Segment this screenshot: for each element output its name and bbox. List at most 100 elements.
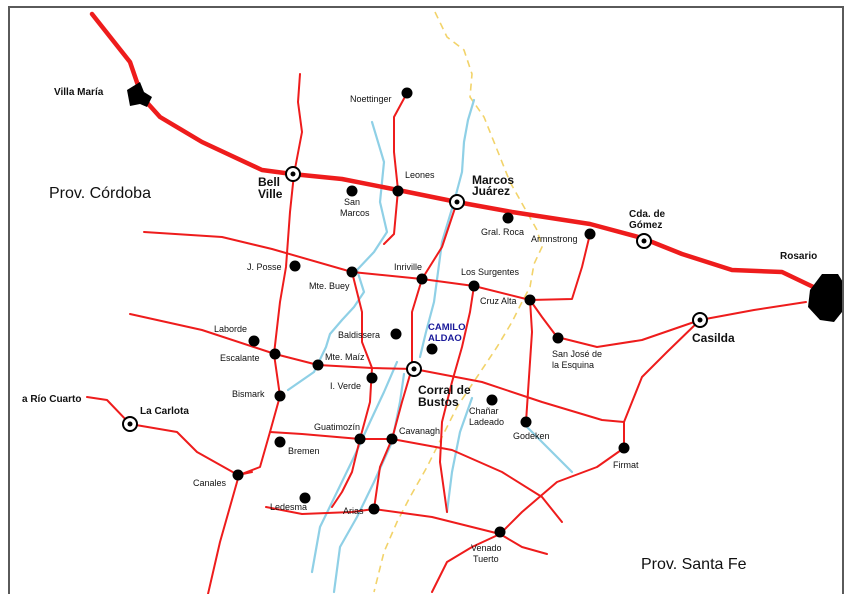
j-posse-icon[interactable] <box>289 260 301 272</box>
los-surgentes-label[interactable]: Los Surgentes <box>461 267 520 277</box>
road-12 <box>331 271 373 508</box>
villa-maria-icon[interactable] <box>127 82 152 107</box>
los-surgentes-icon[interactable] <box>468 280 480 292</box>
baldissera-icon[interactable] <box>390 328 402 340</box>
mte-maiz-icon[interactable] <box>312 359 324 371</box>
rosario-label[interactable]: Rosario <box>780 251 817 262</box>
j-posse-label[interactable]: J. Posse <box>247 262 282 272</box>
san-jose-label-2[interactable]: la Esquina <box>552 360 594 370</box>
leones-label[interactable]: Leones <box>405 170 435 180</box>
i-verde-label[interactable]: I. Verde <box>330 381 361 391</box>
ville-label[interactable]: Ville <box>258 187 283 201</box>
escalante-icon[interactable] <box>269 348 281 360</box>
corral-de-label[interactable]: Corral de <box>418 383 471 397</box>
chanar-ladeado-icon[interactable] <box>486 394 498 406</box>
highway-main <box>89 11 831 297</box>
rosario-icon[interactable] <box>808 274 844 322</box>
casilda-icon[interactable] <box>692 312 708 328</box>
road-map[interactable]: Prov. Córdoba Prov. Santa Fe Villa María… <box>10 8 844 594</box>
marcos-small-label[interactable]: Marcos <box>340 208 370 218</box>
bell-ville-icon[interactable] <box>285 166 301 182</box>
river-4 <box>332 372 406 594</box>
road-6 <box>529 299 807 348</box>
mte-maiz-label[interactable]: Mte. Maíz <box>325 352 365 362</box>
corral-de-bustos-icon[interactable] <box>406 361 422 377</box>
river-3 <box>418 98 476 359</box>
bismark-label[interactable]: Bismark <box>232 389 265 399</box>
road-4 <box>143 231 591 301</box>
casilda-label[interactable]: Casilda <box>692 331 735 345</box>
armnstrong-label[interactable]: Armnstrong <box>531 234 578 244</box>
mte-buey-label[interactable]: Mte. Buey <box>309 281 350 291</box>
laborde-label[interactable]: Laborde <box>214 324 247 334</box>
ledesma-icon[interactable] <box>299 492 311 504</box>
villa-maria-label[interactable]: Villa María <box>54 87 104 98</box>
tuerto-label[interactable]: Tuerto <box>473 554 499 564</box>
noettinger-label[interactable]: Noettinger <box>350 94 392 104</box>
ledesma-label[interactable]: Ledesma <box>270 502 307 512</box>
mte-buey-icon[interactable] <box>346 266 358 278</box>
road-5 <box>439 285 475 513</box>
bismark-icon[interactable] <box>274 390 286 402</box>
san-label[interactable]: San <box>344 197 360 207</box>
godeken-icon[interactable] <box>520 416 532 428</box>
firmat-label[interactable]: Firmat <box>613 460 639 470</box>
arias-icon[interactable] <box>368 503 380 515</box>
road-9 <box>431 319 701 593</box>
a-rio-cuarto-label[interactable]: a Río Cuarto <box>22 394 81 405</box>
camilo-aldao-icon[interactable] <box>426 343 438 355</box>
san-jose-de-la-esquina-icon[interactable] <box>552 332 564 344</box>
chanar-label[interactable]: Chañar <box>469 406 499 416</box>
camilo-label[interactable]: CAMILO <box>428 322 465 333</box>
ladeado-label[interactable]: Ladeado <box>469 417 504 427</box>
gral-roca-icon[interactable] <box>502 212 514 224</box>
la-carlota-icon[interactable] <box>122 416 138 432</box>
laborde-icon[interactable] <box>248 335 260 347</box>
aldao-label[interactable]: ALDAO <box>428 333 462 344</box>
road-7 <box>525 299 533 423</box>
marcos-juarez-icon[interactable] <box>449 194 465 210</box>
cda-de-gomez-icon[interactable] <box>636 233 652 249</box>
river-2 <box>310 360 399 574</box>
river-1 <box>286 120 389 392</box>
canales-label[interactable]: Canales <box>193 478 227 488</box>
cruz-alta-label[interactable]: Cruz Alta <box>480 296 517 306</box>
gomez-label[interactable]: Gómez <box>629 220 662 231</box>
leones-icon[interactable] <box>392 185 404 197</box>
escalante-label[interactable]: Escalante <box>220 353 260 363</box>
bustos-label[interactable]: Bustos <box>418 395 459 409</box>
road-2 <box>383 92 408 245</box>
baldissera-label[interactable]: Baldissera <box>338 330 380 340</box>
cavanagh-label[interactable]: Cavanagh <box>399 426 440 436</box>
guatimozin-icon[interactable] <box>354 433 366 445</box>
canales-icon[interactable] <box>232 469 244 481</box>
road-11 <box>269 431 563 523</box>
province-santa-fe-label: Prov. Santa Fe <box>641 556 747 573</box>
firmat-icon[interactable] <box>618 442 630 454</box>
road-14 <box>265 506 548 555</box>
bremen-icon[interactable] <box>274 436 286 448</box>
noettinger-icon[interactable] <box>401 87 413 99</box>
province-cordoba-label: Prov. Córdoba <box>49 185 151 202</box>
gral-roca-label[interactable]: Gral. Roca <box>481 227 524 237</box>
marcos-label[interactable]: Marcos <box>472 173 514 187</box>
cda-de-label[interactable]: Cda. de <box>629 209 666 220</box>
san-jose-label-1[interactable]: San José de <box>552 349 602 359</box>
venado-label[interactable]: Venado <box>471 543 502 553</box>
juarez-label[interactable]: Juárez <box>472 184 510 198</box>
province-border <box>373 11 543 593</box>
la-carlota-label[interactable]: La Carlota <box>140 406 189 417</box>
venado-tuerto-icon[interactable] <box>494 526 506 538</box>
inriville-label[interactable]: Inriville <box>394 262 422 272</box>
bell-label[interactable]: Bell <box>258 175 280 189</box>
i-verde-icon[interactable] <box>366 372 378 384</box>
guatimozin-label[interactable]: Guatimozín <box>314 422 360 432</box>
inriville-icon[interactable] <box>416 273 428 285</box>
cruz-alta-icon[interactable] <box>524 294 536 306</box>
cavanagh-icon[interactable] <box>386 433 398 445</box>
armnstrong-icon[interactable] <box>584 228 596 240</box>
arias-label[interactable]: Arias <box>343 506 364 516</box>
san-marcos-icon[interactable] <box>346 185 358 197</box>
bremen-label[interactable]: Bremen <box>288 446 320 456</box>
godeken-label[interactable]: Godeken <box>513 431 550 441</box>
